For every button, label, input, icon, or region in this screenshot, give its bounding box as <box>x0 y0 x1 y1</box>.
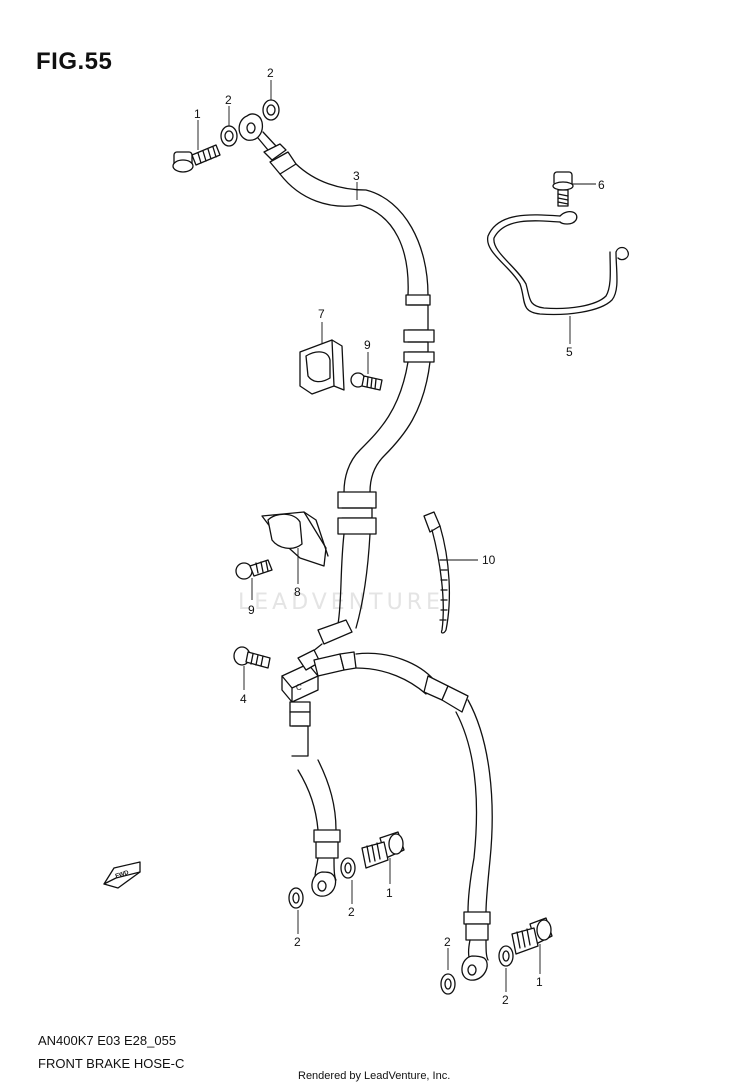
callout-8: 8 <box>294 585 301 599</box>
callout-2-b: 2 <box>267 66 274 80</box>
three-way-junction[interactable] <box>281 649 321 703</box>
hose-clamp-8[interactable] <box>261 511 329 567</box>
model-code: AN400K7 E03 E28_055 <box>38 1033 177 1048</box>
callout-labels: 1 2 2 3 6 5 7 9 8 9 10 4 1 2 2 2 2 1 C F… <box>115 66 605 1007</box>
brake-hose-middle[interactable] <box>311 361 431 653</box>
washer-bottom[interactable] <box>440 973 456 995</box>
cable-tie[interactable] <box>423 511 451 634</box>
callout-3: 3 <box>353 169 360 183</box>
callout-4: 4 <box>240 692 247 706</box>
callout-1-low: 1 <box>536 975 543 989</box>
washer-middle[interactable] <box>340 857 356 879</box>
junction-label: C <box>296 683 302 692</box>
leader-lines <box>197 80 596 992</box>
hose-clamp-7[interactable] <box>299 339 345 395</box>
banjo-bolt-middle[interactable] <box>361 831 405 869</box>
fwd-arrow-icon <box>103 861 141 889</box>
callout-2-f: 2 <box>502 993 509 1007</box>
callout-1-top: 1 <box>194 107 201 121</box>
guide-bolt-6[interactable] <box>552 171 574 207</box>
figure-title: FIG.55 <box>36 48 113 75</box>
banjo-bolt-lower[interactable] <box>511 917 553 955</box>
washer-top-b[interactable] <box>262 99 280 121</box>
brake-hose-lower-left[interactable] <box>289 701 341 897</box>
brake-hose-lower-right[interactable] <box>313 651 493 981</box>
callout-6: 6 <box>598 178 605 192</box>
callout-10: 10 <box>482 553 496 567</box>
callout-1-mid: 1 <box>386 886 393 900</box>
callout-7: 7 <box>318 307 325 321</box>
washer-lower-right[interactable] <box>498 945 514 967</box>
washer-lower-left[interactable] <box>288 887 304 909</box>
callout-2-d: 2 <box>294 935 301 949</box>
callout-9-lower: 9 <box>248 603 255 617</box>
callout-5: 5 <box>566 345 573 359</box>
rendered-by-credit: Rendered by LeadVenture, Inc. <box>298 1070 451 1082</box>
callout-2-e: 2 <box>444 935 451 949</box>
callout-2-c: 2 <box>348 905 355 919</box>
banjo-bolt-top[interactable] <box>172 144 221 173</box>
fwd-label: FWD <box>115 870 130 880</box>
brake-hose-upper[interactable] <box>238 113 435 363</box>
clamp-bolt-9-upper[interactable] <box>350 372 383 391</box>
callout-2-a: 2 <box>225 93 232 107</box>
callout-9-upper: 9 <box>364 338 371 352</box>
hose-guide-wire[interactable] <box>487 210 629 316</box>
section-name: FRONT BRAKE HOSE-C <box>38 1056 185 1071</box>
washer-top-a[interactable] <box>220 125 238 147</box>
junction-bolt-4[interactable] <box>233 646 271 669</box>
clamp-bolt-9-lower[interactable] <box>235 559 273 580</box>
